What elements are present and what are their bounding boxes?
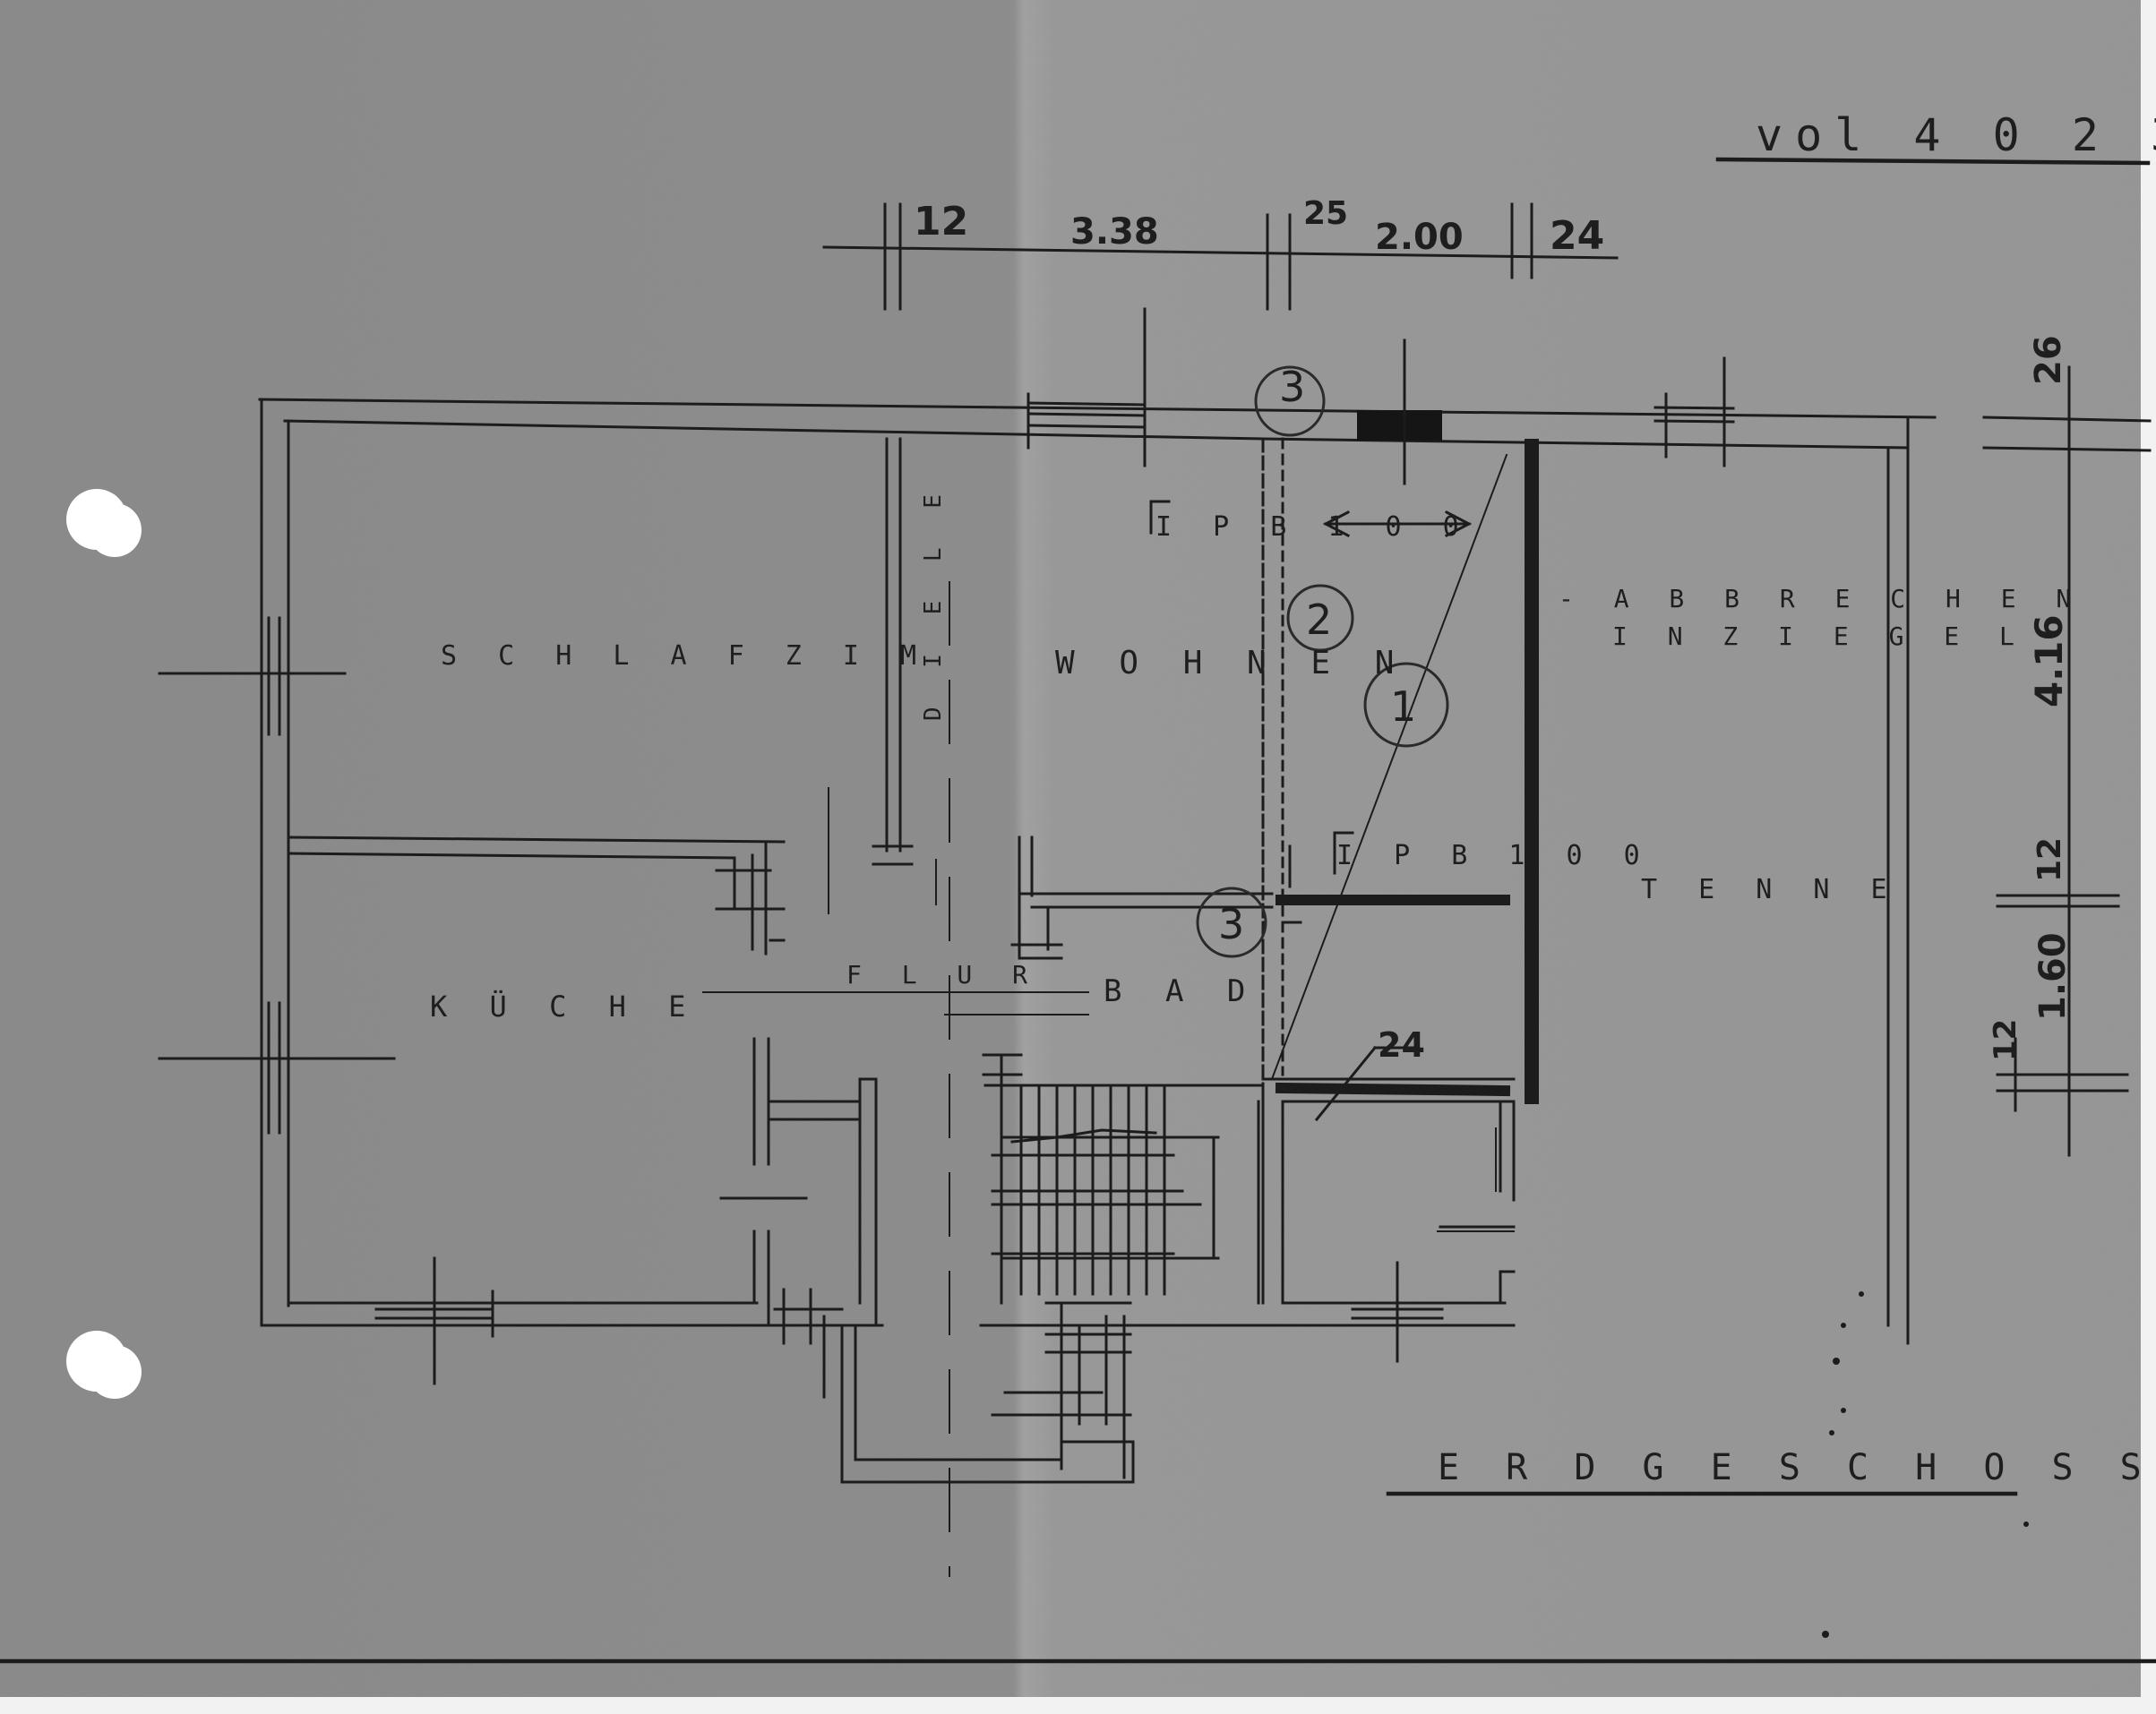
outer-walls: [258, 398, 2152, 1345]
dim-12-right-b: 12: [1988, 1019, 2023, 1061]
stamp-text: vol 4 0 2 3 - 0: [1756, 109, 2156, 161]
callouts: 3 2 1 3 24: [1149, 363, 1473, 1122]
dim-24-mid: 24: [1378, 1025, 1425, 1065]
label-kuche: K Ü C H E: [430, 990, 698, 1024]
callout-2: [1286, 584, 1354, 652]
stairs: [982, 1053, 1265, 1479]
dim-12-top: 12: [914, 199, 968, 244]
svg-text:3: 3: [1218, 900, 1244, 948]
callout-3-mid: [1196, 887, 1267, 958]
windows: [158, 307, 1735, 1385]
dim-24-top: 24: [1550, 213, 1604, 259]
dim-25: 25: [1303, 195, 1348, 232]
svg-text:2: 2: [1306, 596, 1332, 644]
entry-porch: [773, 1288, 1135, 1484]
label-tenne: T E N N E: [1641, 874, 1900, 905]
plan-title: E R D G E S C H O S S: [1438, 1447, 2154, 1488]
dim-200: 2.00: [1375, 217, 1464, 258]
interior-walls: [287, 410, 1539, 1327]
dimensions-top: 12 3.38 25 2.00 24: [822, 195, 1619, 485]
paper-specks: [1822, 1291, 2029, 1638]
svg-text:1: 1: [1390, 682, 1416, 731]
note-ipb-top: I P B 1 0 0: [1155, 511, 1472, 543]
dimensions-right: 26 4.16 12 1.60 12: [1988, 335, 2129, 1157]
note-ipb-mid: I P B 1 0 0: [1336, 840, 1653, 871]
dim-12-right-a: 12: [2031, 837, 2068, 882]
sheet-edge-right: [2141, 0, 2156, 1714]
label-wohnen: W O H N E N: [1055, 645, 1406, 681]
labels: S C H L A F Z I M W O H N E N D I E L E …: [430, 482, 2154, 1496]
callout-3-top: [1254, 365, 1326, 437]
construction-lines: [702, 581, 1515, 1577]
callout-1: [1363, 662, 1449, 748]
note-in-ziegel: I N Z I E G E L: [1612, 621, 2027, 651]
dim-160: 1.60: [2032, 932, 2074, 1021]
label-diele: D I E L E: [920, 482, 947, 721]
wall-block-top: [1357, 410, 1442, 441]
sheet-edge-bottom: [0, 1697, 2156, 1714]
dim-338: 3.38: [1070, 211, 1159, 253]
stamp-reference: vol 4 0 2 3 - 0: [1715, 109, 2156, 166]
svg-text:3: 3: [1279, 363, 1305, 411]
dim-26: 26: [2028, 335, 2069, 385]
label-schlafzim: S C H L A F Z I M: [441, 640, 929, 672]
dim-416: 4.16: [2027, 614, 2071, 707]
note-abbrechen: - A B B R E C H E N: [1559, 584, 2083, 613]
label-flur: F L U R: [846, 960, 1040, 990]
label-bad: B A D: [1104, 973, 1258, 1009]
